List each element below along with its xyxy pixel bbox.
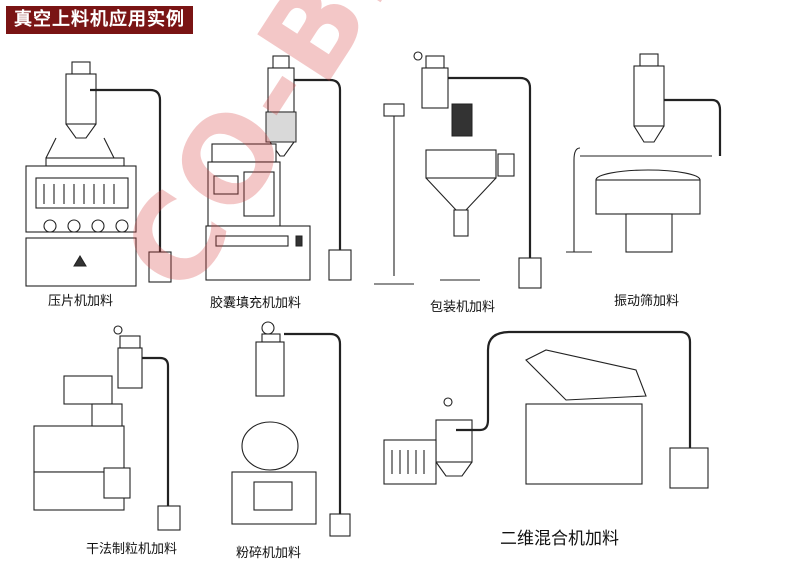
label-capsule-filling: 胶囊填充机加料 [210, 296, 302, 311]
label-dry-granulator: 干法制粒机加料 [86, 542, 178, 557]
page-title: 真空上料机应用实例 [6, 6, 193, 34]
label-pulverizer: 粉碎机加料 [236, 546, 302, 561]
label-tablet-press: 压片机加料 [48, 294, 114, 309]
label-vibrating-sieve: 振动筛加料 [614, 294, 680, 309]
vibrating-sieve-diagram [566, 53, 722, 253]
tablet-press-diagram [25, 61, 172, 287]
capsule-filling-diagram [205, 55, 352, 281]
label-two-d-mixer: 二维混合机加料 [500, 529, 619, 549]
two-d-mixer-diagram [383, 330, 709, 489]
packaging-diagram [374, 51, 542, 289]
pulverizer-diagram [231, 321, 351, 537]
dry-granulator-diagram [33, 325, 181, 531]
label-packaging: 包装机加料 [430, 300, 496, 315]
